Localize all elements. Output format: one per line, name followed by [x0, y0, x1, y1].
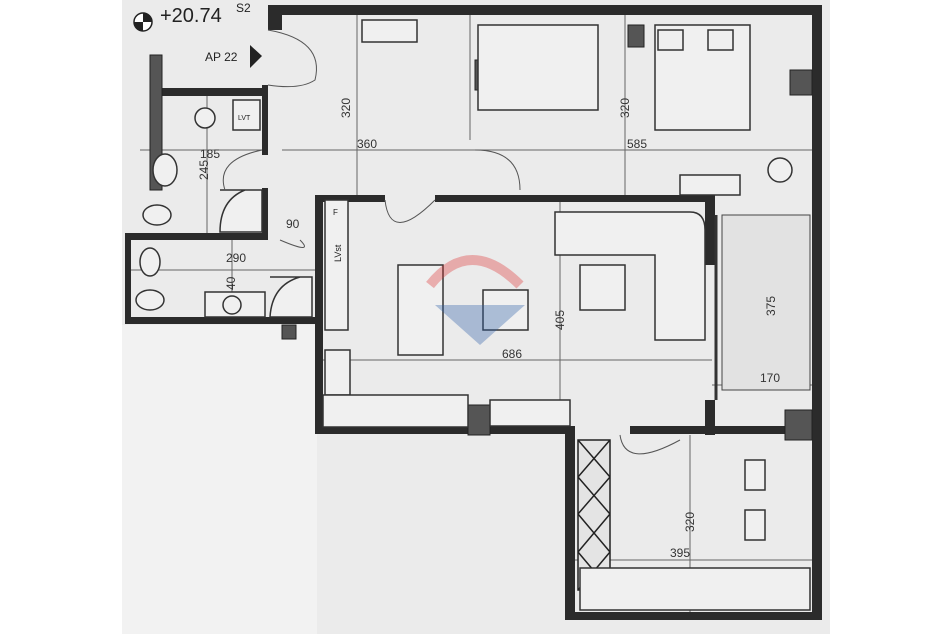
dim-hall-depth: 320	[339, 98, 353, 118]
sofa	[554, 211, 706, 341]
interior-lines	[130, 15, 812, 612]
counter-low	[322, 394, 469, 428]
dim-bedroom2-width: 395	[670, 546, 690, 560]
hall-cabinet	[361, 19, 418, 43]
dim-bath1-depth: 245	[197, 160, 211, 180]
dim-bedroom-depth: 320	[618, 98, 632, 118]
dim-bath2-width: 290	[226, 251, 246, 265]
dim-living-depth: 405	[553, 310, 567, 330]
columns	[149, 24, 813, 441]
balcony	[721, 214, 811, 391]
shower-2	[269, 276, 313, 318]
level-label: S2	[236, 1, 251, 15]
dishwasher-label: LVst	[333, 244, 343, 262]
dim-bedroom2-depth: 320	[683, 512, 697, 532]
armchair	[482, 289, 529, 331]
outside-area	[122, 325, 317, 634]
dim-bath1-width: 185	[200, 147, 220, 161]
dim-door-width: 90	[286, 217, 300, 231]
elevation-label: +20.74	[160, 5, 222, 27]
dim-living-width: 686	[502, 347, 522, 361]
bed-1	[477, 24, 599, 111]
lvt-label: LVT	[238, 115, 251, 122]
bedroom-wardrobe	[579, 567, 811, 611]
elevation-marker-icon	[133, 12, 153, 32]
dim-bath2-depth: 40	[224, 276, 238, 290]
apartment-label: AP 22	[205, 50, 238, 64]
doors	[222, 29, 681, 455]
walls	[125, 5, 822, 620]
dim-balcony-depth: 375	[764, 296, 778, 316]
sideboard	[489, 399, 571, 427]
entrance-arrow-icon	[250, 45, 262, 68]
stove	[324, 349, 351, 396]
dim-bedroom-width: 585	[627, 137, 647, 151]
coffee-table	[579, 264, 626, 311]
chair	[767, 157, 793, 183]
kitchen-counter	[324, 199, 349, 331]
dim-balcony-width: 170	[760, 371, 780, 385]
shower-1	[219, 189, 263, 233]
furniture	[135, 19, 811, 611]
tv-unit	[679, 174, 741, 196]
fridge-label: F	[333, 208, 338, 217]
dining-table	[397, 264, 444, 356]
remax-watermark	[426, 255, 525, 345]
dim-hall-width: 360	[357, 137, 377, 151]
